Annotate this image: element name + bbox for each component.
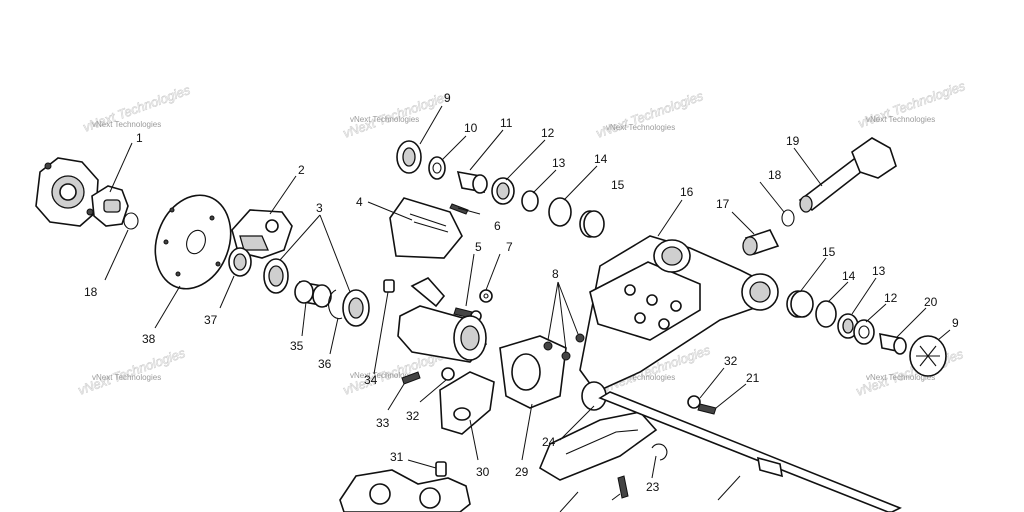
part-14-ring-right [815,300,837,328]
callout-6: 6 [494,219,501,233]
callout-2: 2 [298,163,305,177]
spindle-housing [397,305,495,435]
callout-19: 19 [786,134,800,148]
part-31-pin [435,461,447,477]
callout-7: 7 [506,240,513,254]
callout-21: 21 [746,371,760,385]
part-15-bushing-right [786,290,814,318]
callout-4: 4 [356,195,363,209]
callout-3: 3 [316,201,323,215]
watermark-5-outline: vNext Technologies [76,345,188,398]
callout-numbers: 1 2 3 4 5 6 7 8 9 9 10 11 12 12 13 13 14… [84,91,959,494]
part-15-bushing-top [579,210,605,238]
part-19-drive-shaft [798,137,897,213]
callout-14-right: 14 [842,269,856,283]
part-12-seal-top [491,177,515,205]
callout-10: 10 [464,121,478,135]
part-18-o-ring-right [781,209,795,227]
callout-15-top: 15 [611,178,625,192]
part-24-lower-plate [538,411,658,481]
part-32-washer-left [441,367,455,381]
callout-16: 16 [680,185,694,199]
axle-shaft [598,391,902,512]
callout-32-left: 32 [406,409,420,423]
callout-11: 11 [500,116,513,130]
watermark-5: vNext Technologies [92,373,161,382]
part-38-brake-disc [154,194,232,290]
part-21-bolt [697,403,717,415]
callout-24: 24 [542,435,556,449]
part-34-pin [383,279,395,293]
callout-8: 8 [552,267,559,281]
part-4-cover-plate [389,197,463,259]
callout-12-top: 12 [541,126,555,140]
callout-12-right: 12 [884,291,898,305]
part-13-ring-top [521,190,539,212]
part-20-bushing [879,332,907,355]
part-33-bolt [401,371,421,385]
part-18-o-ring-left [123,212,139,230]
callout-9-top: 9 [444,91,451,105]
part-13-ring-right [837,313,859,339]
callout-30: 30 [476,465,490,479]
callout-37: 37 [204,313,218,327]
part-3-bearing-left [263,258,289,294]
watermark-3-outline: vNext Technologies [594,88,706,141]
part-8-bolts [543,333,585,361]
callout-18-right: 18 [768,168,782,182]
callout-14-top: 14 [594,152,608,166]
callout-23: 23 [646,480,660,494]
part-29-bracket-plate [499,335,567,409]
watermark-6: vNext Technologies [350,371,419,380]
callout-9-right: 9 [952,316,959,330]
watermark-2: vNext Technologies [350,115,419,124]
watermark-4: vNext Technologies [866,115,935,124]
callout-13-top: 13 [552,156,566,170]
bracket [410,277,446,308]
callout-31: 31 [390,450,404,464]
part-11-bushing [456,170,488,194]
part-36-snap-ring [328,289,343,320]
part-1-end-cover [35,157,129,227]
gearbox-housing [339,469,471,512]
callout-13-right: 13 [872,264,886,278]
part-23-clip [651,443,668,461]
callout-32-right: 32 [724,354,738,368]
callout-29: 29 [515,465,529,479]
callout-36: 36 [318,357,332,371]
part-23-screw [617,475,629,499]
callout-35: 35 [290,339,304,353]
leader-lines [104,105,951,512]
part-17-sleeve [742,229,780,256]
callout-15-right: 15 [822,245,836,259]
part-14-ring-top [548,197,572,227]
callout-38: 38 [142,332,156,346]
part-37-seal [228,247,252,277]
part-3-bearing-right [342,289,370,327]
watermark-7: vNext Technologies [606,373,675,382]
part-12-seal-right [853,319,875,345]
callout-5: 5 [475,240,482,254]
callout-34: 34 [364,373,378,387]
watermark-1: vNext Technologies [92,120,161,129]
callout-33: 33 [376,416,390,430]
watermark-8: vNext Technologies [866,373,935,382]
callout-17: 17 [716,197,730,211]
part-10-washer [428,156,446,180]
callout-20: 20 [924,295,938,309]
part-9-nut-top [396,140,422,174]
part-32-washer-right [687,395,701,409]
part-35-spacer [294,280,332,308]
part-6-screw [449,203,469,215]
part-9-nut-right [909,335,947,377]
callout-1: 1 [136,131,143,145]
callout-18-left: 18 [84,285,98,299]
part-7-washer [479,289,493,303]
part-16-swing-arm [579,235,779,411]
watermark-3: vNext Technologies [606,123,675,132]
